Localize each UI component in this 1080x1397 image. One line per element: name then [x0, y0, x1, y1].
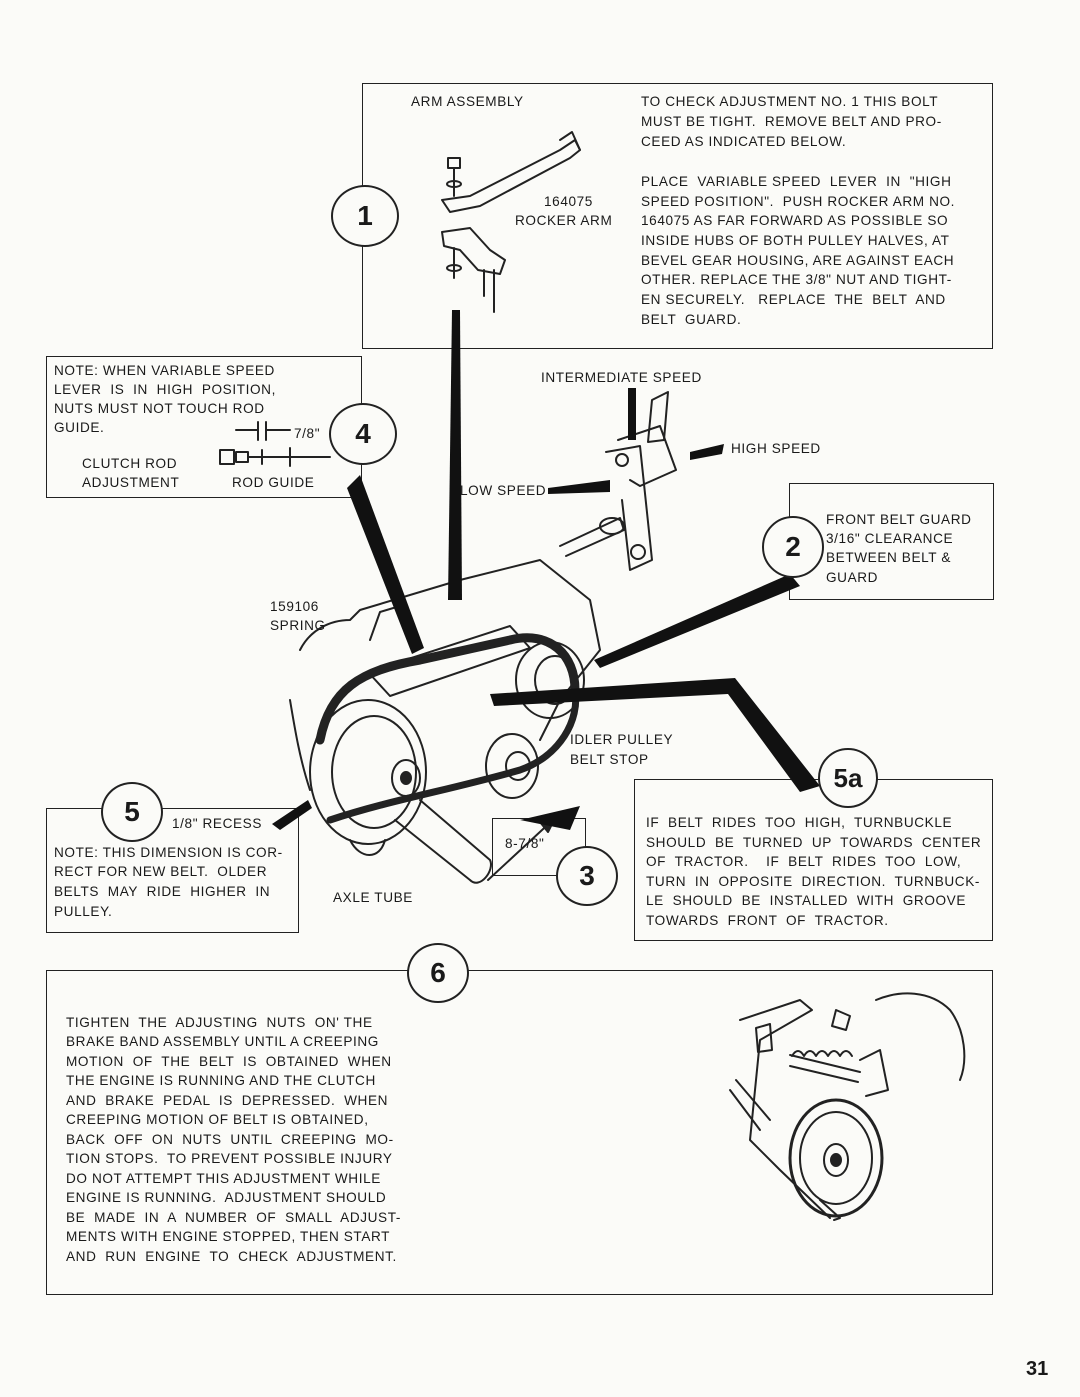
text-line: TIGHTEN THE ADJUSTING NUTS ON' THE: [66, 1015, 373, 1030]
text-line: BELT GUARD.: [641, 312, 742, 327]
step2-number-circle: 2: [762, 516, 824, 578]
text-line: AND RUN ENGINE TO CHECK ADJUSTMENT.: [66, 1249, 397, 1264]
step2-number: 2: [785, 531, 801, 562]
step1-title: ARM ASSEMBLY: [411, 94, 524, 109]
step3-dimension: 8-7/8": [505, 836, 545, 851]
text-line: BEVEL GEAR HOUSING, ARE AGAINST EACH: [641, 253, 955, 268]
text-line: 164075 AS FAR FORWARD AS POSSIBLE SO: [641, 213, 949, 228]
text-line: BACK OFF ON NUTS UNTIL CREEPING MO-: [66, 1132, 394, 1147]
text-line: INSIDE HUBS OF BOTH PULLEY HALVES, AT: [641, 233, 950, 248]
text-line: CREEPING MOTION OF BELT IS OBTAINED,: [66, 1112, 369, 1127]
text-line: PLACE VARIABLE SPEED LEVER IN "HIGH: [641, 174, 952, 189]
text-line: GUIDE.: [54, 420, 105, 435]
text-line: SPEED POSITION". PUSH ROCKER ARM NO.: [641, 194, 956, 209]
text-line: NUTS MUST NOT TOUCH ROD: [54, 401, 265, 416]
text-line: FRONT BELT GUARD: [826, 512, 972, 527]
text-line: 3/16" CLEARANCE: [826, 531, 954, 546]
step1-number: 1: [357, 200, 373, 231]
step4-left-label-1: CLUTCH ROD: [82, 456, 178, 471]
low-speed-label: LOW SPEED: [460, 483, 547, 498]
text-line: EN SECURELY. REPLACE THE BELT AND: [641, 292, 946, 307]
text-line: NOTE: WHEN VARIABLE SPEED: [54, 363, 275, 378]
text-line: LE SHOULD BE INSTALLED WITH GROOVE: [646, 893, 967, 908]
step4-right-label: ROD GUIDE: [232, 475, 315, 490]
text-line: BELTS MAY RIDE HIGHER IN: [54, 884, 271, 899]
step4-number: 4: [355, 418, 371, 449]
spring-name: SPRING: [270, 618, 326, 633]
step3-number-circle: 3: [556, 846, 618, 906]
page-number: 31: [1026, 1358, 1049, 1380]
step6-number-circle: 6: [407, 943, 469, 1003]
text-line: TION STOPS. TO PREVENT POSSIBLE INJURY: [66, 1151, 393, 1166]
step5-number-circle: 5: [101, 782, 163, 842]
text-line: NOTE: THIS DIMENSION IS COR-: [54, 845, 283, 860]
text-line: GUARD: [826, 570, 879, 585]
idler-label-2: BELT STOP: [570, 752, 649, 767]
text-line: LEVER IS IN HIGH POSITION,: [54, 382, 276, 397]
axle-tube-label: AXLE TUBE: [333, 890, 413, 905]
step3-number: 3: [579, 860, 595, 891]
text-line: SHOULD BE TURNED UP TOWARDS CENTER: [646, 835, 982, 850]
step6-number: 6: [430, 957, 446, 988]
text-line: TOWARDS FRONT OF TRACTOR.: [646, 913, 889, 928]
step5-recess: 1/8" RECESS: [172, 816, 263, 831]
text-line: BRAKE BAND ASSEMBLY UNTIL A CREEPING: [66, 1034, 379, 1049]
text-line: RECT FOR NEW BELT. OLDER: [54, 864, 268, 879]
step5-box: [46, 808, 299, 933]
text-line: IF BELT RIDES TOO HIGH, TURNBUCKLE: [646, 815, 953, 830]
step6-box: [46, 970, 993, 1295]
high-speed-label: HIGH SPEED: [731, 441, 821, 456]
step5a-number-circle: 5a: [818, 748, 878, 808]
intermediate-speed-label: INTERMEDIATE SPEED: [541, 370, 702, 385]
step1-part-name: ROCKER ARM: [515, 213, 613, 228]
text-line: DO NOT ATTEMPT THIS ADJUSTMENT WHILE: [66, 1171, 381, 1186]
text-line: TO CHECK ADJUSTMENT NO. 1 THIS BOLT: [641, 94, 939, 109]
text-line: MOTION OF THE BELT IS OBTAINED WHEN: [66, 1054, 392, 1069]
step4-number-circle: 4: [329, 403, 397, 465]
spring-part-number: 159106: [270, 599, 319, 614]
step1-part-number: 164075: [544, 194, 593, 209]
step5-number: 5: [124, 796, 140, 827]
text-line: OF TRACTOR. IF BELT RIDES TOO LOW,: [646, 854, 962, 869]
text-line: CEED AS INDICATED BELOW.: [641, 134, 847, 149]
step5a-number: 5a: [833, 763, 863, 793]
text-line: BETWEEN BELT &: [826, 550, 951, 565]
text-line: PULLEY.: [54, 904, 113, 919]
text-line: MENTS WITH ENGINE STOPPED, THEN START: [66, 1229, 391, 1244]
idler-label-1: IDLER PULLEY: [570, 732, 674, 747]
step4-left-label-2: ADJUSTMENT: [82, 475, 180, 490]
text-line: ENGINE IS RUNNING. ADJUSTMENT SHOULD: [66, 1190, 387, 1205]
step4-dimension: 7/8": [294, 426, 321, 441]
text-line: OTHER. REPLACE THE 3/8" NUT AND TIGHT-: [641, 272, 952, 287]
text-line: AND BRAKE PEDAL IS DEPRESSED. WHEN: [66, 1093, 389, 1108]
step1-number-circle: 1: [331, 185, 399, 247]
text-line: TURN IN OPPOSITE DIRECTION. TURNBUCK-: [646, 874, 981, 889]
text-line: MUST BE TIGHT. REMOVE BELT AND PRO-: [641, 114, 942, 129]
text-line: THE ENGINE IS RUNNING AND THE CLUTCH: [66, 1073, 376, 1088]
text-line: BE MADE IN A NUMBER OF SMALL ADJUST-: [66, 1210, 401, 1225]
